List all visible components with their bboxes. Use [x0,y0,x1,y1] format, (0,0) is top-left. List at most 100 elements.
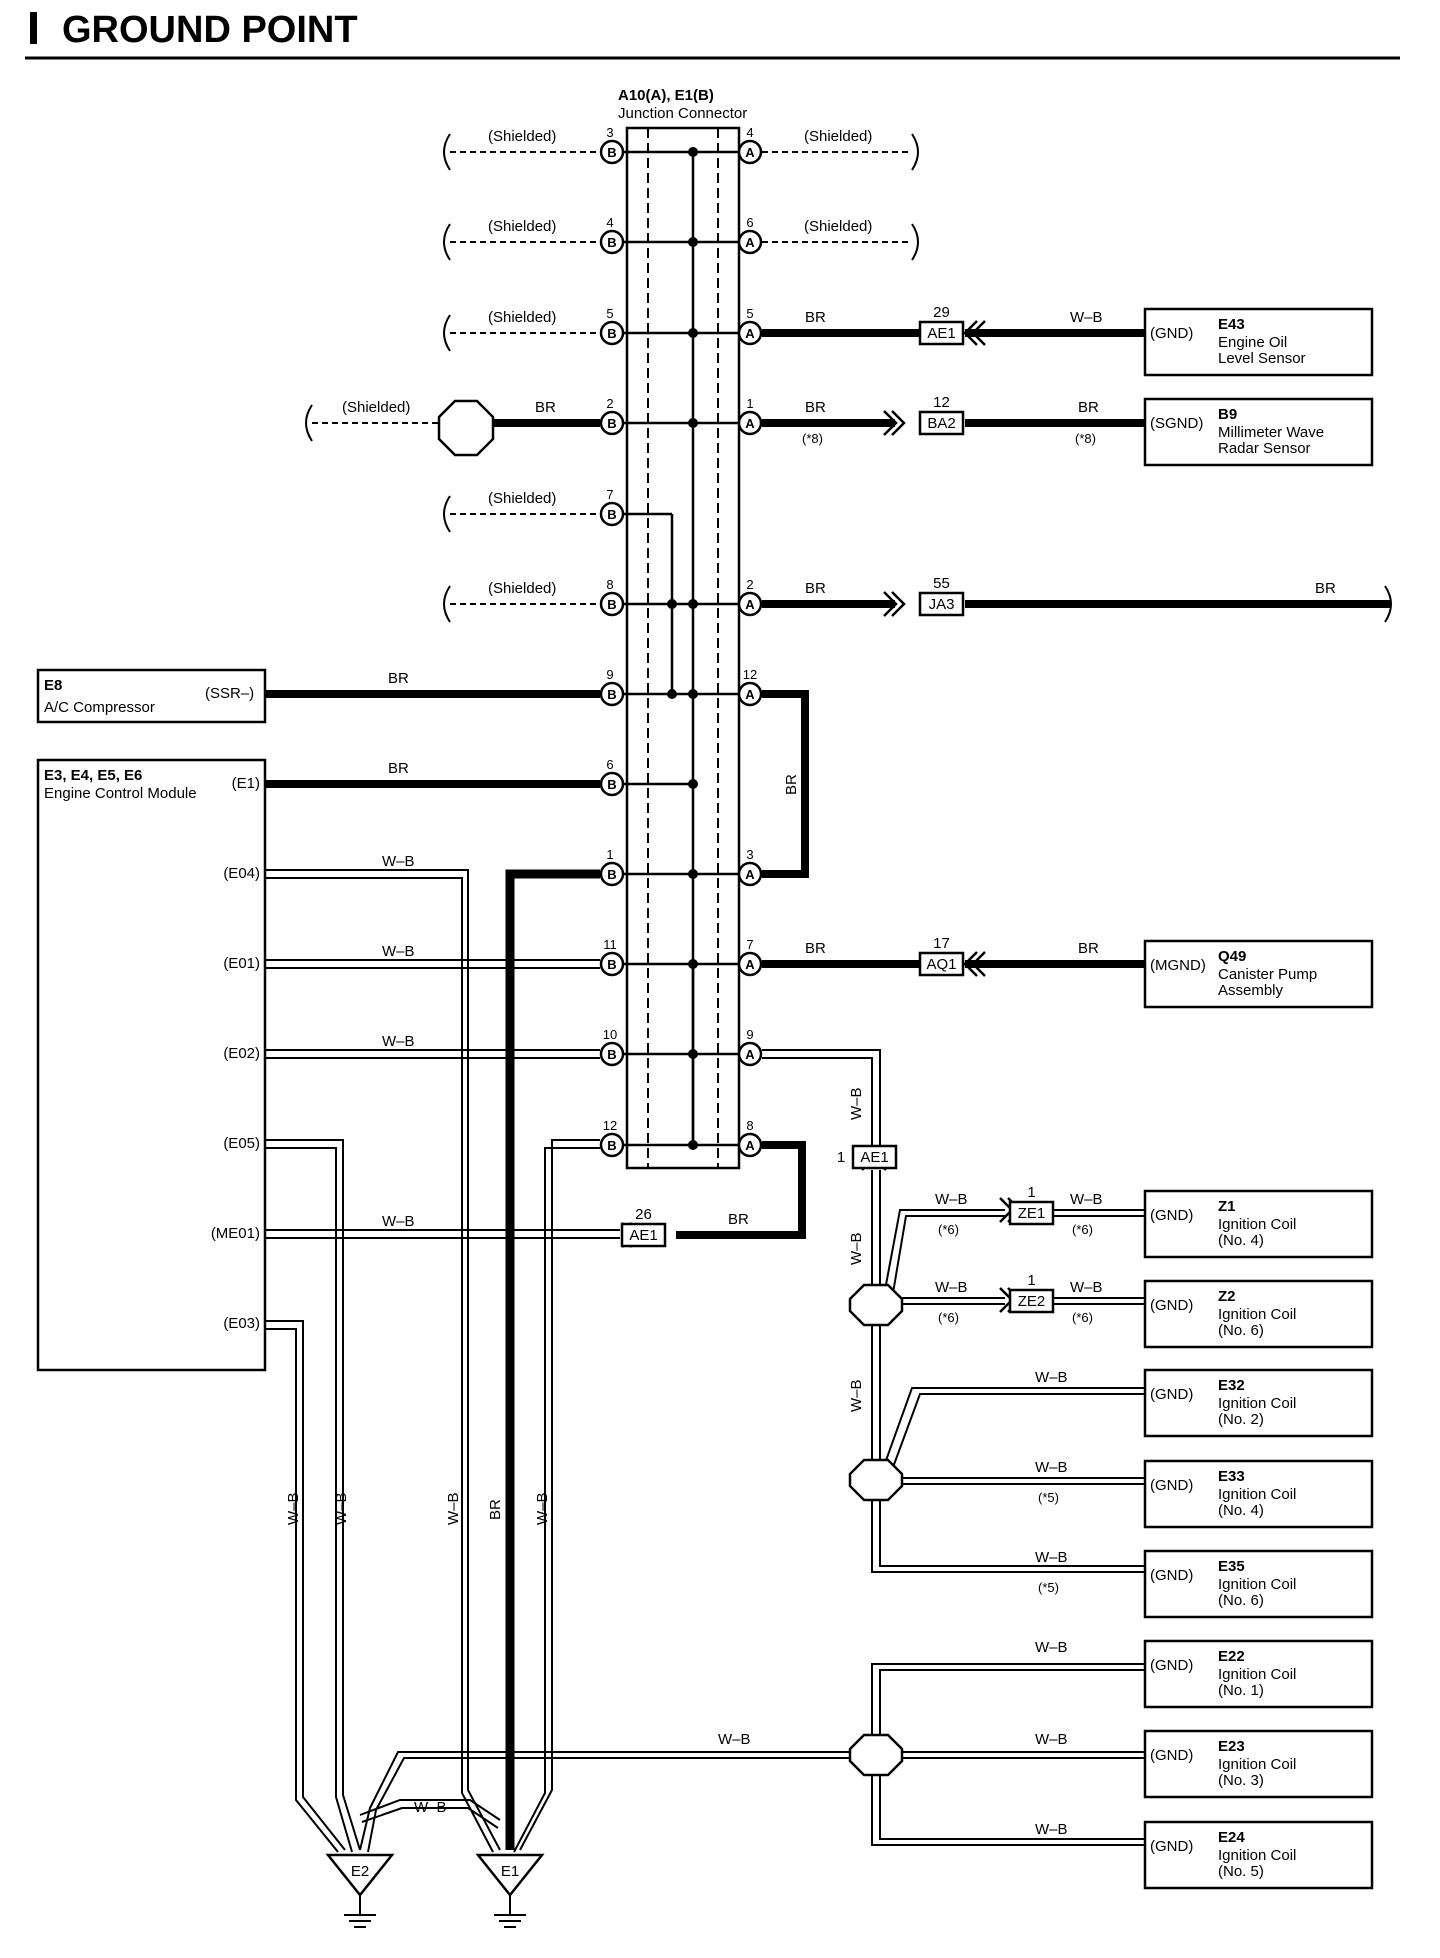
svg-text:B9: B9 [1218,406,1237,423]
svg-text:Millimeter Wave: Millimeter Wave [1218,424,1324,441]
svg-text:(E03): (E03) [223,1315,260,1332]
svg-text:W–B: W–B [1035,1639,1068,1656]
svg-text:W–B: W–B [718,1731,751,1748]
svg-text:B: B [607,507,616,522]
svg-text:AE1: AE1 [629,1227,657,1244]
component-ecm [36,758,267,1372]
svg-text:BR: BR [805,309,826,326]
pin-b-6: B6 [599,757,625,797]
svg-text:AE1: AE1 [860,1149,888,1166]
junction-dots [667,147,698,1150]
svg-text:W–B: W–B [935,1279,968,1296]
svg-text:(No. 6): (No. 6) [1218,1322,1264,1339]
svg-text:W–B: W–B [848,1087,865,1120]
svg-text:B: B [607,326,616,341]
svg-text:(GND): (GND) [1150,1657,1193,1674]
ground-e2: E2 [325,1853,395,1928]
svg-text:(Shielded): (Shielded) [488,309,556,326]
component-e8 [36,668,267,724]
svg-text:(No. 4): (No. 4) [1218,1232,1264,1249]
svg-text:(Shielded): (Shielded) [488,490,556,507]
junction-pin-links [612,150,750,1147]
svg-text:E23: E23 [1218,1738,1245,1755]
svg-text:BR: BR [1078,399,1099,416]
svg-text:ZE2: ZE2 [1018,1293,1046,1310]
svg-text:1: 1 [837,1149,845,1166]
connector-arrows [621,320,1022,1313]
svg-text:B: B [607,867,616,882]
pin-b-9: B9 [599,667,625,707]
pin-a-4: A4 [737,125,763,165]
e8-name: A/C Compressor [44,699,155,716]
svg-text:B: B [607,1138,616,1153]
svg-text:A: A [745,1047,755,1062]
pin-a-12: A12 [737,667,763,707]
svg-text:A: A [745,326,755,341]
svg-text:W–B: W–B [534,1492,551,1525]
svg-text:W–B: W–B [382,943,415,960]
svg-text:(Shielded): (Shielded) [488,218,556,235]
svg-text:Assembly: Assembly [1218,982,1284,999]
svg-text:(GND): (GND) [1150,1567,1193,1584]
svg-text:(ME01): (ME01) [211,1225,260,1242]
svg-text:BR: BR [728,1211,749,1228]
svg-text:(E05): (E05) [223,1135,260,1152]
svg-text:(No. 6): (No. 6) [1218,1592,1264,1609]
svg-text:BR: BR [805,580,826,597]
svg-text:5: 5 [606,306,613,321]
svg-text:1: 1 [746,396,753,411]
pin-a-9: A9 [737,1027,763,1067]
svg-text:A: A [745,145,755,160]
svg-text:W–B: W–B [1070,1279,1103,1296]
svg-text:(No. 2): (No. 2) [1218,1411,1264,1428]
svg-text:W–B: W–B [1035,1459,1068,1476]
svg-text:(SGND): (SGND) [1150,415,1203,432]
junction-subtitle: Junction Connector [618,105,747,122]
svg-text:AE1: AE1 [927,325,955,342]
svg-text:Engine Oil: Engine Oil [1218,334,1287,351]
svg-text:4: 4 [746,125,753,140]
wb-wire-e43 [980,329,1145,337]
wire-labels-right: BR W–B BR BR (*8) (*8) BR BR BR BR BR [728,309,1336,1228]
svg-text:E33: E33 [1218,1468,1245,1485]
pin-a-3: A3 [737,847,763,887]
svg-text:3: 3 [746,847,753,862]
svg-text:(No. 1): (No. 1) [1218,1682,1264,1699]
svg-text:1: 1 [606,847,613,862]
svg-text:Ignition Coil: Ignition Coil [1218,1576,1296,1593]
svg-text:Ignition Coil: Ignition Coil [1218,1395,1296,1412]
svg-text:B: B [607,687,616,702]
pin-b-8: B8 [599,577,625,617]
svg-text:(No. 3): (No. 3) [1218,1772,1264,1789]
svg-text:(*6): (*6) [1072,1222,1093,1237]
svg-text:W–B: W–B [1070,1191,1103,1208]
svg-text:(Shielded): (Shielded) [342,399,410,416]
svg-text:Ignition Coil: Ignition Coil [1218,1847,1296,1864]
pin-a-7: A7 [737,937,763,977]
svg-text:7: 7 [746,937,753,952]
svg-text:3: 3 [606,125,613,140]
svg-text:9: 9 [606,667,613,682]
pin-b-12: B12 [599,1118,625,1158]
svg-text:E32: E32 [1218,1377,1245,1394]
svg-text:(*6): (*6) [938,1310,959,1325]
svg-text:1: 1 [1027,1184,1035,1201]
svg-text:12: 12 [743,667,757,682]
pin-a-6: A6 [737,215,763,255]
svg-text:E43: E43 [1218,316,1245,333]
e8-terminal: (SSR–) [205,685,254,702]
page-title: GROUND POINT [62,9,358,51]
pin-b-3: B3 [599,125,625,165]
pin-a-5: A5 [737,306,763,346]
junction-connector-body [625,126,741,1170]
svg-text:Radar Sensor: Radar Sensor [1218,440,1311,457]
